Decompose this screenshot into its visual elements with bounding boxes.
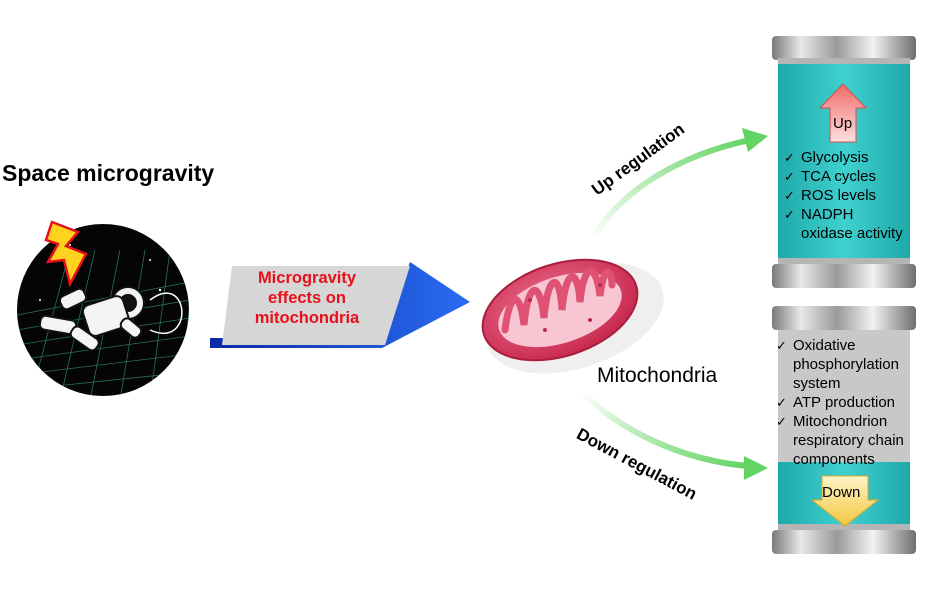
effect-arrow — [210, 262, 470, 348]
mitochondria-label: Mitochondria — [597, 364, 718, 387]
list-item: Glycolysis — [784, 148, 904, 167]
list-item: Oxidative phosphorylation system — [776, 336, 921, 393]
diagram-title: Space microgravity — [2, 160, 215, 186]
list-item: ROS levels — [784, 186, 904, 205]
down-arrow-text: Down — [822, 484, 861, 501]
effect-label-line-1: Microgravity — [257, 269, 357, 287]
lightning-icon — [44, 220, 88, 288]
down-regulated-list: Oxidative phosphorylation system ATP pro… — [776, 336, 921, 469]
effect-label-line-3: mitochondria — [254, 309, 360, 327]
list-item: Mitochondrion respiratory chain componen… — [776, 412, 921, 469]
down-regulation-arrow — [579, 389, 768, 480]
up-arrow-icon — [818, 83, 868, 143]
effect-label: Microgravity effects on mitochondria — [232, 268, 382, 328]
up-regulation-arrow — [589, 128, 768, 242]
list-item: TCA cycles — [784, 167, 904, 186]
effect-label-line-2: effects on — [268, 289, 346, 307]
list-item: ATP production — [776, 393, 921, 412]
astronaut-illustration — [17, 220, 189, 396]
list-item: NADPH oxidase activity — [784, 205, 904, 243]
down-arrow-icon — [810, 475, 880, 527]
up-arrow-text: Up — [833, 115, 853, 132]
mitochondrion-illustration — [481, 258, 664, 374]
up-regulated-list: Glycolysis TCA cycles ROS levels NADPH o… — [784, 148, 904, 243]
